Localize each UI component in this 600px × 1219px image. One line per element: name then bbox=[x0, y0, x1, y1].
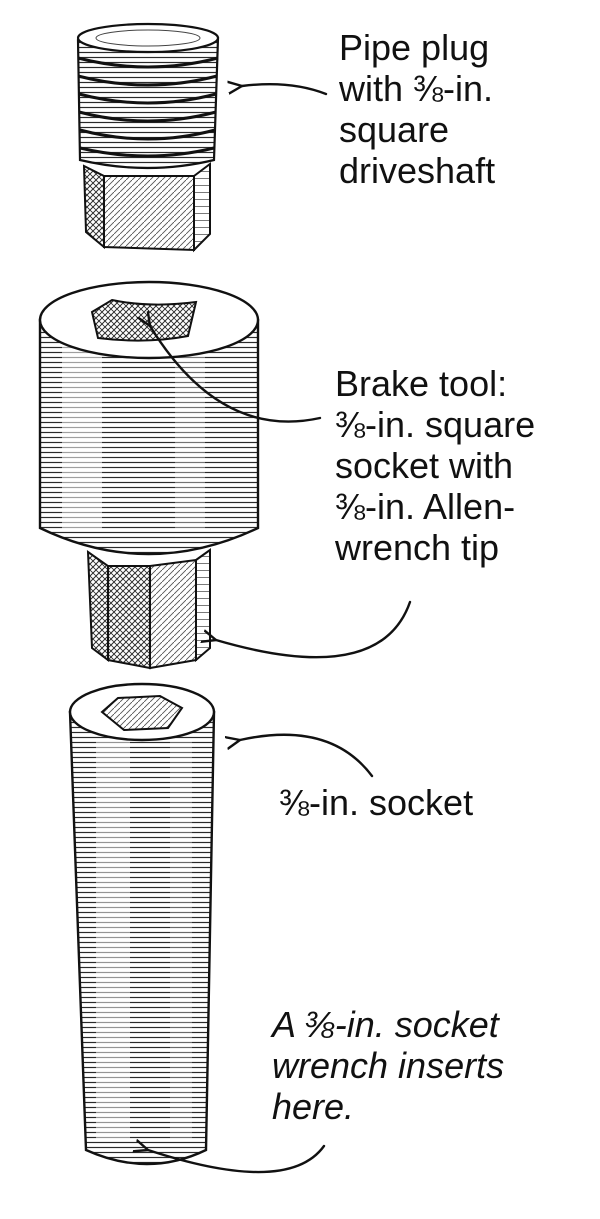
arrow-icon bbox=[150, 326, 322, 423]
arrow-icon bbox=[148, 1146, 326, 1174]
label-line: ⅜-in. socket bbox=[279, 782, 474, 823]
label-line: Brake tool: bbox=[335, 363, 508, 404]
label-line: A ⅜-in. socket bbox=[272, 1004, 499, 1045]
label-line: with ⅜-in. bbox=[339, 68, 494, 109]
socket bbox=[68, 682, 216, 1166]
label-pipe-plug: Pipe plug with ⅜-in. square driveshaft bbox=[339, 27, 495, 191]
label-line: ⅜-in. Allen- bbox=[335, 486, 516, 527]
label-line: square bbox=[339, 109, 450, 150]
label-line: wrench inserts bbox=[272, 1045, 505, 1086]
pipe-plug bbox=[76, 22, 220, 253]
label-wrench-note: A ⅜-in. socket wrench inserts here. bbox=[272, 1004, 504, 1127]
label-line: driveshaft bbox=[339, 150, 496, 191]
label-socket: ⅜-in. socket bbox=[279, 782, 473, 823]
label-line: ⅜-in. square bbox=[335, 404, 536, 445]
brake-tool bbox=[38, 280, 260, 670]
label-line: socket with bbox=[335, 445, 514, 486]
label-line: wrench tip bbox=[335, 527, 500, 568]
label-line: Pipe plug bbox=[339, 27, 490, 68]
arrow-icon bbox=[242, 84, 328, 96]
label-brake-tool: Brake tool: ⅜-in. square socket with ⅜-i… bbox=[335, 363, 535, 568]
arrow-icon bbox=[240, 733, 374, 778]
label-line: here. bbox=[272, 1086, 355, 1127]
arrow-icon bbox=[216, 600, 412, 659]
callout-arrows bbox=[148, 84, 412, 1174]
